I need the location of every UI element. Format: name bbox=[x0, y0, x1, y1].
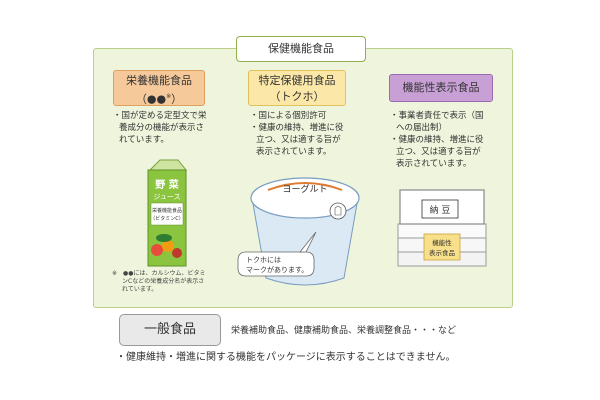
juice-name-line2: ジュース bbox=[153, 193, 180, 201]
category-description-1: ・国が定める定型文で栄 養成分の機能が表示さ れています。 bbox=[113, 111, 207, 145]
category-name: 機能性表示食品 bbox=[402, 81, 480, 94]
diagram-title: 保健機能食品 bbox=[236, 36, 366, 62]
category-description-2: ・国による個別許可 ・健康の維持、増進に役 立つ、又は適する旨が 表示されていま… bbox=[250, 111, 344, 157]
category-functional-labeling: 機能性表示食品 bbox=[389, 74, 493, 102]
category-nutrient-function: 栄養機能食品 （●●※） bbox=[113, 70, 205, 106]
juice-name-line1: 野 菜 bbox=[155, 178, 179, 191]
general-food-box: 一般食品 bbox=[119, 314, 221, 346]
natto-packs: 納 豆 機能性 表示食品 bbox=[397, 189, 487, 267]
natto-label: 納 豆 bbox=[430, 204, 451, 216]
category-sub: （●●※） bbox=[135, 92, 183, 106]
natto-tag-line2: 表示食品 bbox=[429, 248, 455, 257]
footnote: ※ ●●には、カルシウム、ビタミ ンCなどの栄養成分名が表示さ れています。 bbox=[112, 270, 206, 293]
category-sub: （トクホ） bbox=[269, 90, 325, 103]
natto-tag-line1: 機能性 bbox=[432, 238, 452, 247]
yogurt-bubble-line2: マークがあります。 bbox=[246, 265, 308, 274]
category-tokuho: 特定保健用食品 （トクホ） bbox=[248, 70, 346, 106]
carrot-icon bbox=[162, 240, 174, 252]
juice-label-line1: 栄養機能食品 bbox=[152, 207, 182, 214]
general-food-note: ・健康維持・増進に関する機能をパッケージに表示することはできません。 bbox=[116, 352, 456, 363]
tomato-icon bbox=[151, 244, 163, 256]
yogurt-bubble-line1: トクホには bbox=[246, 256, 281, 264]
category-name: 特定保健用食品 bbox=[258, 74, 336, 87]
general-food-examples: 栄養補助食品、健康補助食品、栄養調整食品・・・など bbox=[231, 326, 457, 336]
yogurt-label: ヨーグルト bbox=[282, 183, 327, 195]
tokuho-mark-icon bbox=[329, 202, 347, 220]
vegetable-juice-carton: 野 菜 ジュース 栄養機能食品 （ビタミンC） bbox=[147, 159, 188, 267]
juice-label-line2: （ビタミンC） bbox=[150, 215, 184, 222]
category-name: 栄養機能食品 bbox=[126, 74, 192, 87]
category-description-3: ・事業者責任で表示（国 への届出制） ・健康の維持、増進に役 立つ、又は適する旨… bbox=[390, 111, 484, 169]
yogurt-cup: ヨーグルト トクホには マークがあります。 bbox=[237, 177, 360, 286]
functional-label-tag bbox=[423, 233, 461, 261]
